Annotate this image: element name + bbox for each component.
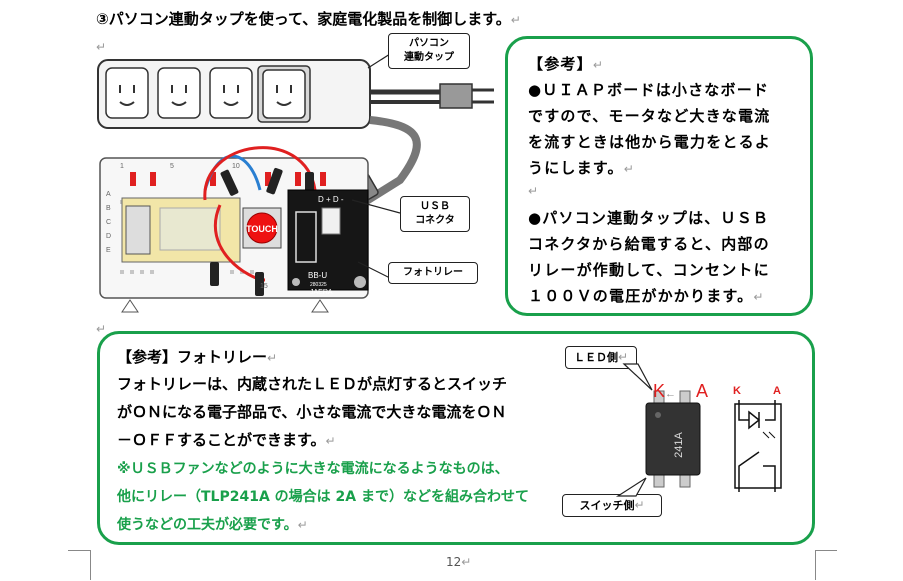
callout-tap-line2: 連動タップ (404, 52, 454, 63)
callout-led-side: ＬＥＤ側↵ (565, 346, 637, 369)
tap-board-illustration: TOUCH D + D - BB-U 280325 JAERA 5 10 1 1… (97, 53, 494, 313)
connector-label: D + D - (318, 195, 344, 204)
page-corner-mark (68, 550, 90, 551)
row-letter: E (106, 247, 111, 254)
callout-tap-line1: パソコン (409, 38, 449, 49)
callout-photorelay-text: フォトリレー (403, 267, 463, 278)
pin-k-label: K← (653, 381, 677, 401)
paragraph-mark: ↵ (96, 40, 107, 54)
photorelay-box (97, 331, 815, 545)
reference-title: 【参考】↵ (528, 55, 605, 73)
board-maker: JAERA (310, 289, 333, 296)
row-letter: C (106, 219, 111, 226)
page-corner-mark (68, 550, 91, 580)
return-mark: ↵ (510, 13, 521, 27)
callout-switch-side: スイッチ側↵ (562, 494, 662, 517)
page-number: 12↵ (446, 555, 472, 569)
callout-switch-pointer (615, 477, 647, 497)
reference-line: を流すときは他から電力をとるよ (528, 133, 772, 151)
page-heading: ③パソコン連動タップを使って、家庭電化製品を制御します。↵ (96, 8, 521, 29)
callout-usb: ＵＳＢ コネクタ (400, 196, 470, 232)
touch-button-label: TOUCH (246, 224, 278, 234)
callout-tap: パソコン 連動タップ (388, 33, 470, 69)
reference-line: ↵ (528, 184, 540, 198)
callout-usb-line1: ＵＳＢ (420, 201, 450, 212)
heading-text: ③パソコン連動タップを使って、家庭電化製品を制御します。 (96, 10, 511, 28)
reference-line: １００Ｖの電圧がかかります。↵ (528, 287, 765, 305)
reference-line: うにします。↵ (528, 159, 635, 177)
row-number: 15 (260, 283, 268, 290)
symbol-a-label: A (773, 385, 781, 397)
row-number: 5 (170, 163, 174, 170)
photorelay-title: 【参考】フォトリレー↵ (117, 348, 278, 366)
page-corner-mark (815, 550, 838, 580)
photorelay-line: －ＯＦＦすることができます。↵ (117, 431, 336, 449)
row-number: 10 (232, 163, 240, 170)
power-strip (97, 59, 371, 129)
photorelay-chip-photo: 241A (645, 390, 701, 488)
photorelay-line: フォトリレーは、内蔵されたＬＥＤが点灯するとスイッチ (117, 375, 508, 393)
chip-text: 241A (673, 431, 685, 457)
paragraph-mark: ↵ (96, 322, 107, 336)
page-corner-mark (815, 550, 837, 551)
row-number: 1 (120, 163, 124, 170)
reference-line: ですので、モータなど大きな電流 (528, 107, 771, 125)
breadboard: TOUCH D + D - BB-U 280325 JAERA 5 10 1 1… (99, 146, 369, 313)
callout-photorelay: フォトリレー (388, 262, 478, 284)
reference-line: ●パソコン連動タップは、ＵＳＢ (528, 209, 770, 227)
callout-usb-line2: コネクタ (415, 215, 455, 226)
photorelay-line: がＯＮになる電子部品で、小さな電流で大きな電流をＯＮ (117, 403, 507, 421)
row-letter: B (106, 205, 111, 212)
reference-box: 【参考】↵ ●ＵＩＡＰボードは小さなボード ですので、モータなど大きな電流 を流… (505, 36, 813, 316)
board-code: 280325 (310, 282, 327, 288)
row-letter: D (106, 233, 111, 240)
reference-line: コネクタから給電すると、内部の (528, 235, 770, 253)
photorelay-symbol: K A (733, 385, 782, 492)
photorelay-note-line: 他にリレー（TLP241A の場合は 2A まで）などを組み合わせて (117, 489, 529, 505)
reference-line: ●ＵＩＡＰボードは小さなボード (528, 81, 770, 99)
pin-a-label: A (696, 381, 709, 401)
photorelay-note-line: ※ＵＳＢファンなどのように大きな電流になるようなものは、 (117, 461, 509, 477)
row-letter: A (106, 191, 111, 198)
reference-line: リレーが作動して、コンセントに (528, 261, 770, 279)
photorelay-note-line: 使うなどの工夫が必要です。↵ (117, 517, 308, 533)
callout-led-pointer (622, 363, 653, 391)
symbol-k-label: K (733, 385, 741, 397)
board-label: BB-U (308, 271, 327, 280)
